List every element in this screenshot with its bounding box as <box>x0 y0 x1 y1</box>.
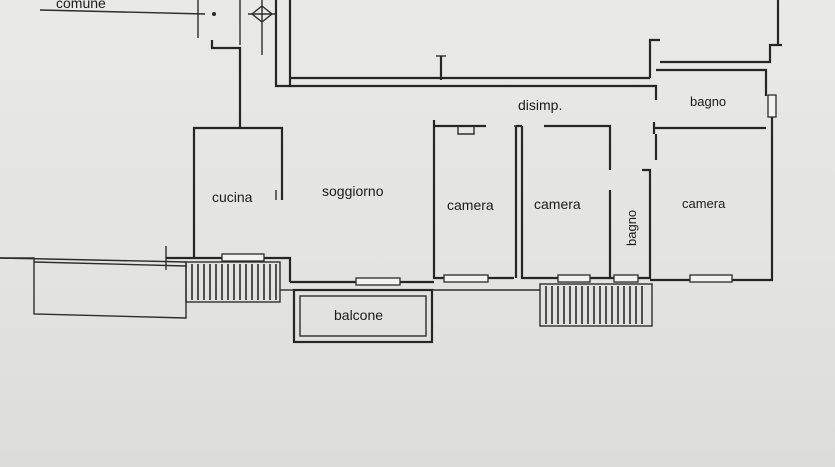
label-balcone: balcone <box>334 307 383 323</box>
railing-right <box>539 283 653 327</box>
left-terrace <box>0 257 187 319</box>
label-bagno-vertical: bagno <box>624 210 639 246</box>
apartment-walls <box>165 40 777 286</box>
label-cucina: cucina <box>212 189 253 205</box>
label-camera-1: camera <box>447 197 494 213</box>
label-camera-3: camera <box>682 196 726 211</box>
window-cucina <box>221 253 265 262</box>
window-camera-1 <box>443 274 489 283</box>
window-bagno <box>613 274 639 283</box>
label-bagno-top: bagno <box>690 94 726 109</box>
window-soggiorno <box>355 277 401 286</box>
common-area-callout: comune <box>39 0 216 38</box>
window-right <box>767 94 777 118</box>
balcone-outline <box>280 288 540 344</box>
label-comune: comune <box>56 0 106 11</box>
railing-left <box>185 261 281 303</box>
window-camera-3 <box>689 274 733 283</box>
label-soggiorno: soggiorno <box>322 183 384 199</box>
window-camera-2 <box>557 274 591 283</box>
label-camera-2: camera <box>534 196 581 212</box>
stair-symbol <box>239 0 276 55</box>
label-disimp: disimp. <box>518 97 562 113</box>
upper-building-outline <box>274 0 782 88</box>
